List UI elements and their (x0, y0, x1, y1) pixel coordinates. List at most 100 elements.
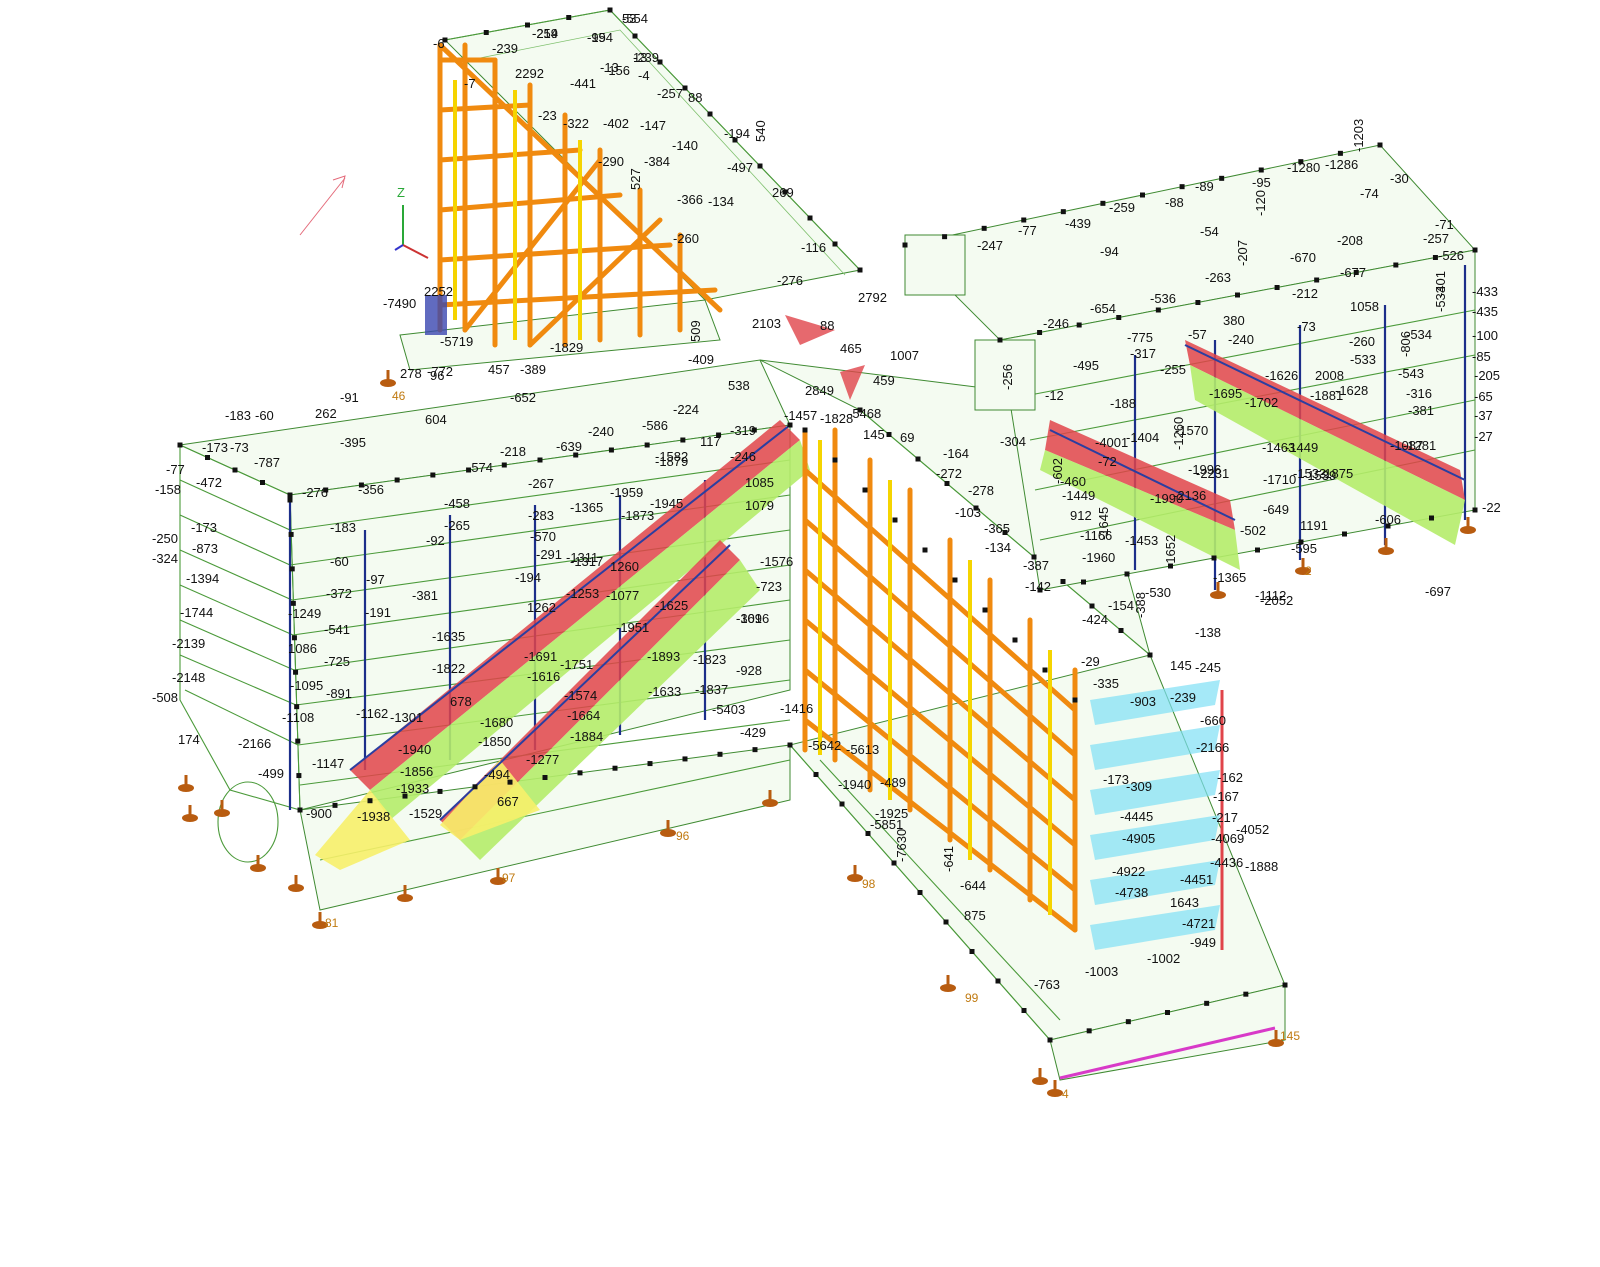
member-force-value: -1996 (1188, 462, 1221, 477)
member-force-value: -697 (1425, 584, 1451, 599)
node-marker (323, 487, 329, 493)
member-force-value: 912 (1070, 508, 1092, 523)
member-force-value: -335 (1093, 676, 1119, 691)
member-force-value: -1003 (1085, 964, 1118, 979)
node-marker (1125, 1019, 1131, 1025)
member-force-value: -554 (622, 11, 648, 26)
member-force-value: -3096 (736, 611, 769, 626)
member-force-value: -1582 (655, 449, 688, 464)
node-marker (680, 437, 686, 443)
member-force-value: -1635 (432, 629, 465, 644)
member-force-value: -1856 (400, 764, 433, 779)
member-force-value: 1085 (745, 475, 774, 490)
support-number: 4 (1062, 1087, 1069, 1101)
member-force-value: 262 (315, 406, 337, 421)
member-force-value: 2292 (515, 66, 544, 81)
member-force-value: -100 (1472, 328, 1498, 343)
member-force-value: -95 (1252, 175, 1271, 190)
node-marker (1037, 587, 1043, 593)
member-force-value: 53 (622, 11, 636, 26)
support-number: 97 (502, 871, 516, 885)
node-marker (232, 467, 238, 473)
node-marker (782, 189, 788, 195)
member-force-value: 2008 (1315, 368, 1344, 383)
member-force-value: -22 (1482, 500, 1501, 515)
member-force-value: -384 (644, 154, 670, 169)
member-force-value: -212 (1292, 286, 1318, 301)
member-force-value: -94 (1100, 244, 1119, 259)
member-force-value: -13 (600, 60, 619, 75)
axis-triad: Z (394, 185, 429, 259)
support-number: 81 (325, 916, 339, 930)
member-force-value: 604 (425, 412, 447, 427)
node-marker (1168, 563, 1173, 569)
node-marker (1353, 270, 1359, 275)
node-marker (573, 452, 579, 458)
member-force-value: -381 (412, 588, 438, 603)
member-force-value: -1416 (780, 701, 813, 716)
node-marker (607, 7, 613, 13)
node-marker (832, 457, 838, 463)
node-marker (944, 481, 950, 486)
member-force-value: -4001 (1095, 435, 1128, 450)
member-force-value: -1077 (606, 588, 639, 603)
member-force-value: -1317 (570, 554, 603, 569)
node-marker (813, 772, 819, 777)
node-marker (682, 85, 688, 91)
member-force-value: -207 (1235, 240, 1250, 266)
member-force-value: -4721 (1182, 916, 1215, 931)
member-force-value: 678 (450, 694, 472, 709)
node-marker (177, 442, 183, 448)
node-marker (1342, 531, 1347, 537)
member-force-value: -54 (1200, 224, 1219, 239)
member-force-value: -602 (1050, 458, 1065, 484)
node-marker (1211, 555, 1217, 561)
member-force-value: -72 (1098, 454, 1117, 469)
member-force-value: -245 (1195, 660, 1221, 675)
member-force-value: -173 (202, 440, 228, 455)
member-force-value: -272 (936, 466, 962, 481)
member-force-value: -395 (340, 435, 366, 450)
member-force-value: 145 (1170, 658, 1192, 673)
member-force-value: -649 (1263, 502, 1289, 517)
node-marker (1021, 1008, 1027, 1013)
node-marker (857, 407, 863, 413)
member-force-value: -387 (1023, 558, 1049, 573)
node-marker (752, 747, 758, 753)
member-force-value: -429 (740, 725, 766, 740)
member-force-value: -1879 (655, 454, 688, 469)
member-force-value: 1079 (745, 498, 774, 513)
member-force-value: -772 (427, 364, 453, 379)
member-force-value: -402 (603, 116, 629, 131)
member-force-value: -5719 (440, 334, 473, 349)
member-force-value: -409 (688, 352, 714, 367)
member-force-value: -641 (941, 846, 956, 872)
left-wing (178, 359, 810, 911)
member-force-value: -267 (528, 476, 554, 491)
load-marker (785, 315, 835, 345)
member-force-value: -99 (587, 30, 606, 45)
node-marker (260, 480, 265, 485)
member-force-value: -660 (1200, 713, 1226, 728)
member-force-value: -37 (1474, 408, 1493, 423)
member-force-value: -494 (484, 767, 510, 782)
node-marker (915, 456, 921, 462)
member-force-value: -543 (1398, 366, 1424, 381)
support-icon (1268, 1030, 1284, 1047)
member-force-value: -435 (1472, 304, 1498, 319)
member-force-value: -219 (532, 26, 558, 41)
member-force-value: -60 (255, 408, 274, 423)
member-force-value: -77 (166, 462, 185, 477)
member-force-value: -873 (192, 541, 218, 556)
node-marker (981, 225, 987, 231)
node-marker (839, 801, 845, 807)
node-marker (291, 635, 297, 641)
member-force-value: -29 (1081, 654, 1100, 669)
member-force-value: -499 (258, 766, 284, 781)
node-marker (1377, 142, 1383, 148)
node-marker (294, 704, 300, 710)
member-force-value: -1652 (1163, 535, 1178, 568)
member-force-value: -595 (1291, 541, 1317, 556)
support-number: 46 (392, 389, 406, 403)
